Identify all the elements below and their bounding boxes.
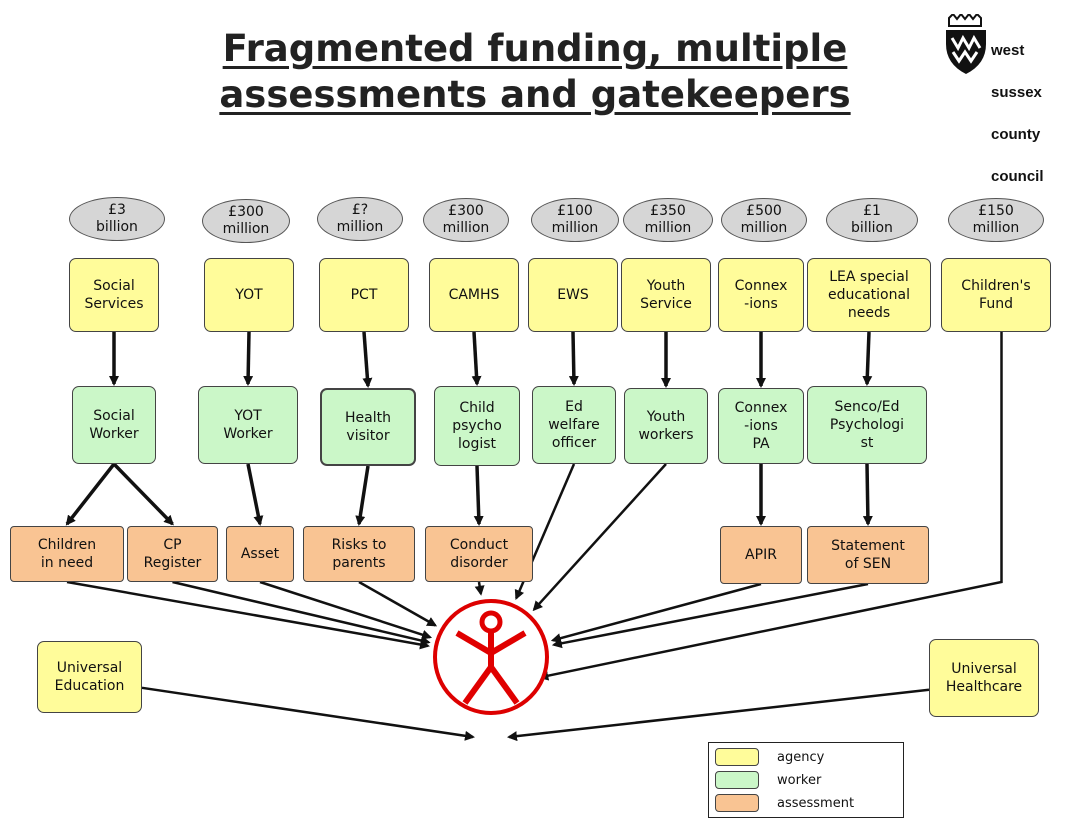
page-title: Fragmented funding, multiple assessments… — [160, 26, 910, 118]
link-arrow — [362, 331, 373, 388]
legend-label-assessment: assessment — [777, 795, 855, 811]
legend-item-worker: worker — [715, 770, 821, 790]
agency-yot: YOT — [204, 258, 294, 332]
link-arrow — [355, 465, 370, 526]
legend-swatch-assessment — [715, 794, 759, 812]
logo-line-west: west — [991, 42, 1025, 59]
legend-item-agency: agency — [715, 747, 824, 767]
person-icon — [455, 610, 527, 705]
child-node — [433, 599, 549, 715]
council-logo: west sussex county council — [943, 12, 1087, 184]
legend-swatch-agency — [715, 748, 759, 766]
logo-line-sussex: sussex — [991, 84, 1042, 101]
assessment-asset: Asset — [226, 526, 294, 582]
legend-label-worker: worker — [777, 772, 822, 788]
title-line-1: Fragmented funding, multiple — [222, 27, 848, 70]
link-arrow — [551, 582, 869, 649]
link-arrow — [507, 688, 930, 742]
link-arrow — [141, 686, 475, 741]
link-arrow — [246, 463, 264, 526]
link-arrow — [550, 582, 762, 644]
link-arrow — [474, 581, 485, 596]
link-arrow — [112, 462, 174, 526]
logo-line-council: council — [991, 168, 1044, 185]
link-arrow — [471, 331, 482, 386]
legend-item-assessment: assessment — [715, 793, 854, 813]
legend: agency worker assessment — [708, 742, 904, 818]
legend-swatch-worker — [715, 771, 759, 789]
title-line-2: assessments and gatekeepers — [219, 73, 851, 116]
agency-camhs: CAMHS — [429, 258, 519, 332]
county-crest-icon — [946, 14, 986, 74]
funding-pct: £?million — [317, 197, 403, 241]
link-arrow — [532, 463, 667, 612]
assessment-apir: APIR — [720, 526, 802, 584]
link-arrow — [473, 465, 484, 526]
link-arrow — [172, 580, 431, 646]
link-arrow — [66, 580, 430, 650]
link-arrow — [862, 331, 873, 386]
legend-label-agency: agency — [777, 749, 825, 765]
agency-pct: PCT — [319, 258, 409, 332]
logo-line-county: county — [991, 126, 1041, 143]
link-arrow — [538, 332, 1003, 681]
link-arrow — [259, 580, 433, 640]
link-arrow — [243, 331, 254, 386]
agency-connexions: Connex-ions — [718, 258, 804, 332]
link-arrow — [358, 580, 438, 627]
link-arrow — [862, 463, 873, 526]
link-arrow — [65, 462, 116, 526]
agency-ews: EWS — [528, 258, 618, 332]
link-arrow — [568, 331, 579, 386]
